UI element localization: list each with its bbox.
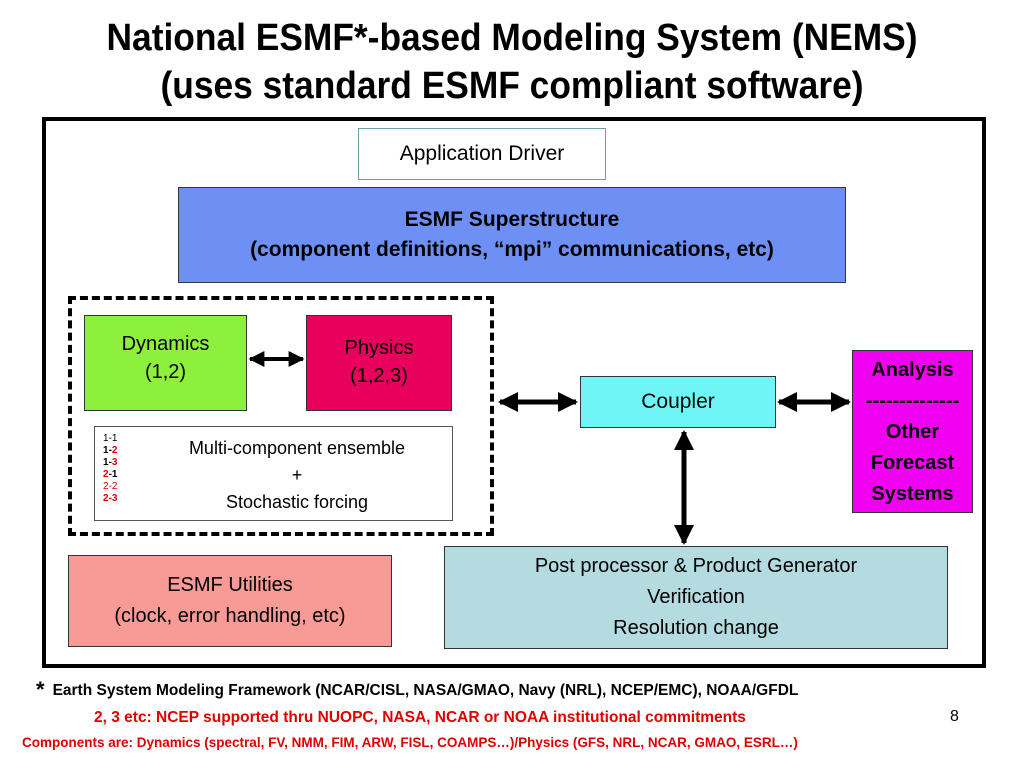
analysis-label: Analysis <box>871 359 954 381</box>
institutional-note: 2, 3 etc: NCEP supported thru NUOPC, NAS… <box>94 709 746 726</box>
ensemble-combination-codes: 1-1 1-2 1-3 2-1 2-2 2-3 <box>103 433 117 505</box>
components-note: Components are: Dynamics (spectral, FV, … <box>22 735 798 750</box>
analysis-separator: -------------- <box>865 390 960 412</box>
esmf-footnote: * Earth System Modeling Framework (NCAR/C… <box>36 677 798 703</box>
combo-code-2-3: 2-3 <box>103 493 118 504</box>
post-processor-box: Post processor & Product Generator Verif… <box>444 546 948 649</box>
superstructure-subtitle: (component definitions, “mpi” communicat… <box>250 238 774 261</box>
physics-label: Physics <box>344 337 414 359</box>
post-processor-line-3: Resolution change <box>613 617 779 639</box>
physics-box: Physics (1,2,3) <box>306 315 452 411</box>
ensemble-line-2: + <box>291 465 303 485</box>
application-driver-label: Application Driver <box>399 142 565 165</box>
coupler-label: Coupler <box>641 390 715 413</box>
combo-code-1-1: 1-1 <box>103 433 118 444</box>
systems-label: Systems <box>871 483 954 505</box>
other-label: Other <box>885 421 940 443</box>
title-line-2: (uses standard ESMF compliant software) <box>160 65 864 107</box>
dynamics-label: Dynamics <box>121 333 210 355</box>
ensemble-group-dashed-border <box>68 296 494 536</box>
dynamics-versions: (1,2) <box>144 361 187 383</box>
title-line-1: National ESMF*-based Modeling System (NE… <box>106 17 918 59</box>
combo-code-1-2: 1-2 <box>103 445 118 456</box>
utilities-title: ESMF Utilities <box>167 574 293 596</box>
dynamics-box: Dynamics (1,2) <box>84 315 247 411</box>
forecast-label: Forecast <box>870 452 955 474</box>
application-driver-box: Application Driver <box>358 128 606 180</box>
combo-code-2-2: 2-2 <box>103 481 118 492</box>
esmf-utilities-box: ESMF Utilities (clock, error handling, e… <box>68 555 392 647</box>
ensemble-line-3: Stochastic forcing <box>225 492 369 512</box>
slide-title: National ESMF*-based Modeling System (NE… <box>36 14 988 110</box>
post-processor-line-2: Verification <box>647 586 745 608</box>
combo-code-1-3: 1-3 <box>103 457 118 468</box>
combo-code-2-1: 2-1 <box>103 469 118 480</box>
esmf-superstructure-box: ESMF Superstructure (component definitio… <box>178 187 846 283</box>
page-number: 8 <box>950 708 959 725</box>
ensemble-box: 1-1 1-2 1-3 2-1 2-2 2-3 Multi-component … <box>94 426 453 521</box>
coupler-box: Coupler <box>580 376 776 428</box>
footnote-star: * <box>36 677 45 702</box>
post-processor-line-1: Post processor & Product Generator <box>534 555 858 577</box>
footnote-text: Earth System Modeling Framework (NCAR/CI… <box>52 682 799 699</box>
analysis-box: Analysis -------------- Other Forecast S… <box>852 350 973 513</box>
superstructure-title: ESMF Superstructure <box>404 208 620 231</box>
physics-versions: (1,2,3) <box>350 365 408 387</box>
ensemble-line-1: Multi-component ensemble <box>188 438 406 458</box>
ensemble-description: Multi-component ensemble + Stochastic fo… <box>147 435 447 516</box>
utilities-subtitle: (clock, error handling, etc) <box>114 605 346 627</box>
